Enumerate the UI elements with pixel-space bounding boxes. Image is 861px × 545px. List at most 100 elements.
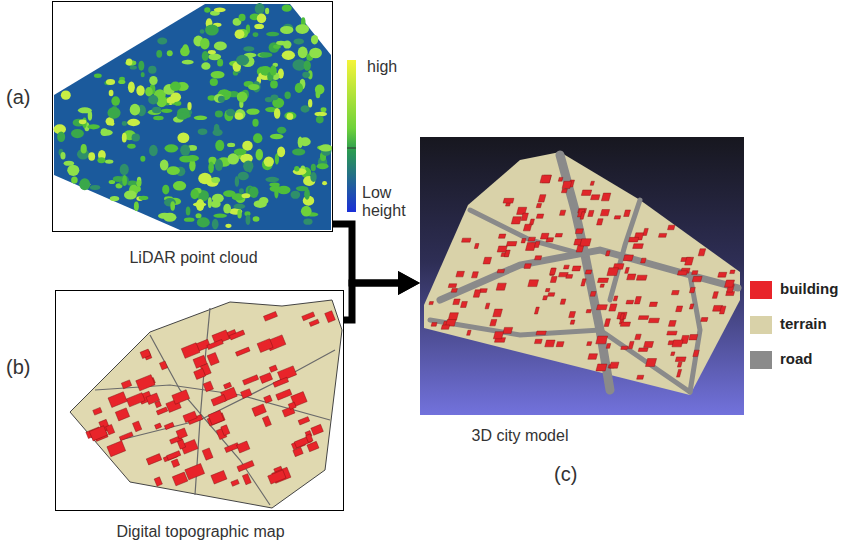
building-footprint [237,441,250,453]
building-block [677,362,682,367]
point-cluster [284,92,290,99]
building-footprint [89,426,107,441]
building-block [524,264,531,269]
building-block [575,229,583,234]
building-block [637,375,644,379]
point-cluster [197,217,210,227]
building-footprint [276,389,292,400]
color-bar-tick [347,148,356,149]
point-cluster [90,185,100,190]
building-block [503,198,514,203]
building-block [569,312,576,318]
point-cluster [302,72,310,78]
building-block [635,334,642,339]
building-block [572,266,581,271]
point-cluster [170,201,175,211]
building-block [545,340,555,347]
point-cluster [304,60,311,70]
point-cluster [170,92,181,102]
building-block [580,239,591,246]
point-cluster [156,50,162,58]
point-cluster [214,94,224,103]
point-cluster [298,136,303,148]
point-cluster [322,181,327,185]
building-block [609,304,617,311]
building-block [560,299,566,304]
building-footprint [121,380,131,389]
panel-ground [52,1,333,232]
building-block [561,189,567,193]
point-cluster [167,166,180,175]
building-block [671,290,679,294]
point-cluster [198,128,208,135]
point-cluster [234,148,247,155]
point-cluster [257,14,266,24]
building-block [528,237,535,241]
legend-swatch [750,351,772,369]
building-block [719,306,726,314]
building-block [525,243,535,251]
point-cluster [255,3,265,14]
building-block [633,244,644,249]
building-footprint [260,373,273,384]
point-cluster [118,80,125,84]
building-block [676,369,681,377]
point-cluster [259,52,272,57]
point-cluster [294,38,304,44]
building-block [590,181,594,185]
point-cluster [226,109,235,116]
point-cluster [284,112,296,120]
building-block [685,257,694,265]
building-block [629,237,639,242]
point-cluster [211,201,221,208]
building-block [485,303,490,309]
building-footprint [225,443,240,453]
building-block [566,275,573,279]
model-background [420,137,744,415]
building-block [668,321,676,327]
scale-label: high [367,58,397,76]
legend-text: terrain [780,315,861,332]
building-footprint [288,402,296,410]
point-cluster [292,149,305,156]
building-block [621,346,628,349]
point-cluster [157,38,167,45]
building-block [623,255,633,261]
point-cluster [110,122,115,126]
building-block [521,213,528,220]
point-cluster [280,26,293,34]
panel-caption: LiDAR point cloud [129,249,257,267]
building-footprint [229,330,245,340]
point-cluster [140,156,145,162]
building-block [471,272,478,278]
point-cluster [130,65,137,69]
building-block [490,319,497,325]
point-cluster [237,92,248,103]
building-block [473,290,481,297]
point-cluster [214,7,226,12]
building-footprint [264,395,273,403]
point-cluster [252,119,258,127]
building-block [590,292,596,297]
building-footprint [172,390,190,405]
building-block [596,336,608,344]
point-cluster [194,116,208,120]
building-block [692,276,702,281]
point-cluster [242,193,251,198]
building-block [606,344,611,349]
building-block [672,340,683,347]
point-cluster [71,129,84,138]
building-block [448,284,457,288]
building-block [550,276,557,282]
building-footprint [293,447,303,456]
point-cluster [161,109,173,113]
building-footprint [93,407,102,415]
point-cluster [81,144,87,154]
building-footprint [132,421,141,432]
building-footprint [262,416,271,427]
building-footprint [243,375,259,385]
building-block [628,341,634,348]
point-cluster [167,50,173,56]
point-cluster [309,48,322,59]
